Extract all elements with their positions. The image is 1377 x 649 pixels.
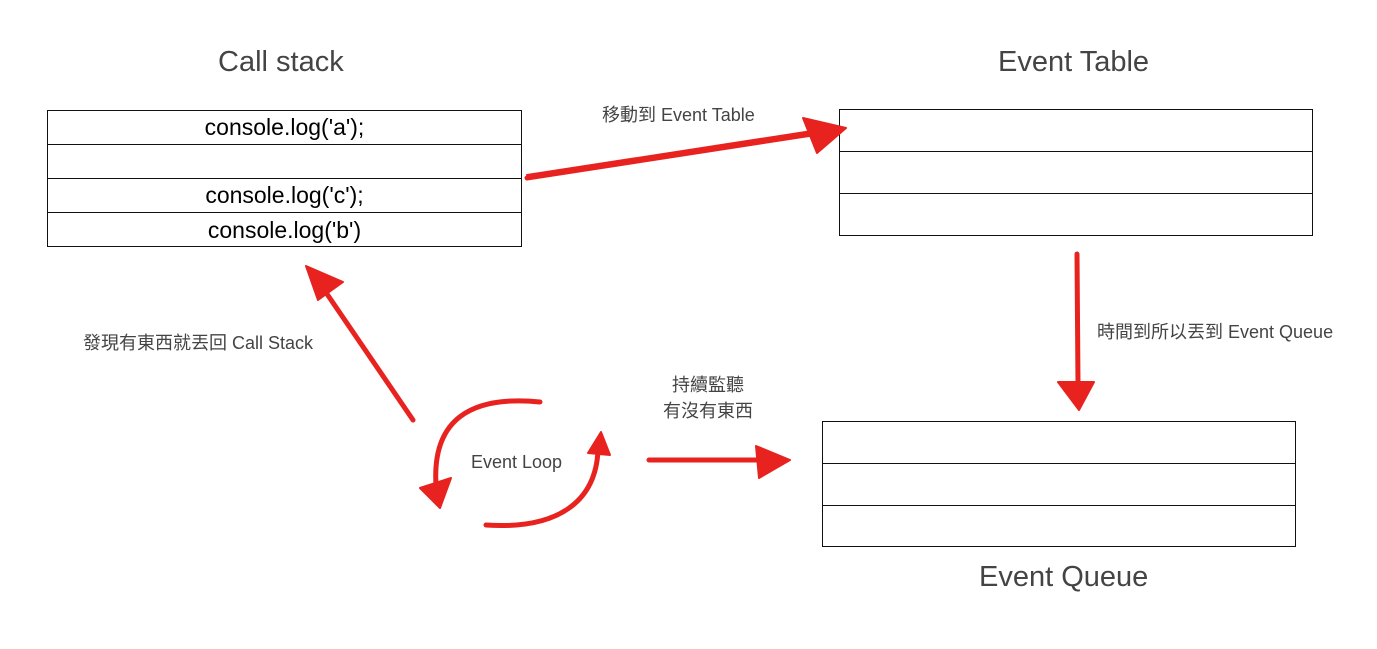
event-table-row [840,152,1312,194]
call-stack-row: console.log('b') [207,216,362,243]
back-to-stack-label: 發現有東西就丟回 Call Stack [83,333,314,353]
event-table-row [840,110,1312,152]
call-stack-row: console.log('c'); [48,179,521,213]
arrow-to-event-queue-monitor [646,445,791,479]
monitor-label: 持續監聽 有沒有東西 [648,372,768,424]
call-stack-row [48,145,521,179]
monitor-label-line1: 持續監聽 [672,375,744,395]
arrow-to-event-table [524,117,847,181]
call-stack-box: console.log('a'); console.log('c'); cons… [47,110,522,247]
event-queue-title: Event Queue [979,561,1149,593]
time-up-label: 時間到所以丟到 Event Queue [1097,322,1334,342]
event-table-title: Event Table [998,46,1150,78]
arrow-to-call-stack [305,265,416,423]
move-to-table-label: 移動到 Event Table [602,105,755,125]
event-queue-box [822,421,1296,547]
event-loop-label: Event Loop [471,452,563,472]
call-stack-row: console.log('a'); [48,111,521,145]
event-loop-cycle [419,398,611,529]
event-table-box [839,109,1313,236]
event-queue-row [823,422,1295,464]
arrow-to-event-queue [1057,251,1095,411]
call-stack-title: Call stack [218,46,344,78]
monitor-label-line2: 有沒有東西 [663,401,753,421]
event-queue-row [823,464,1295,506]
